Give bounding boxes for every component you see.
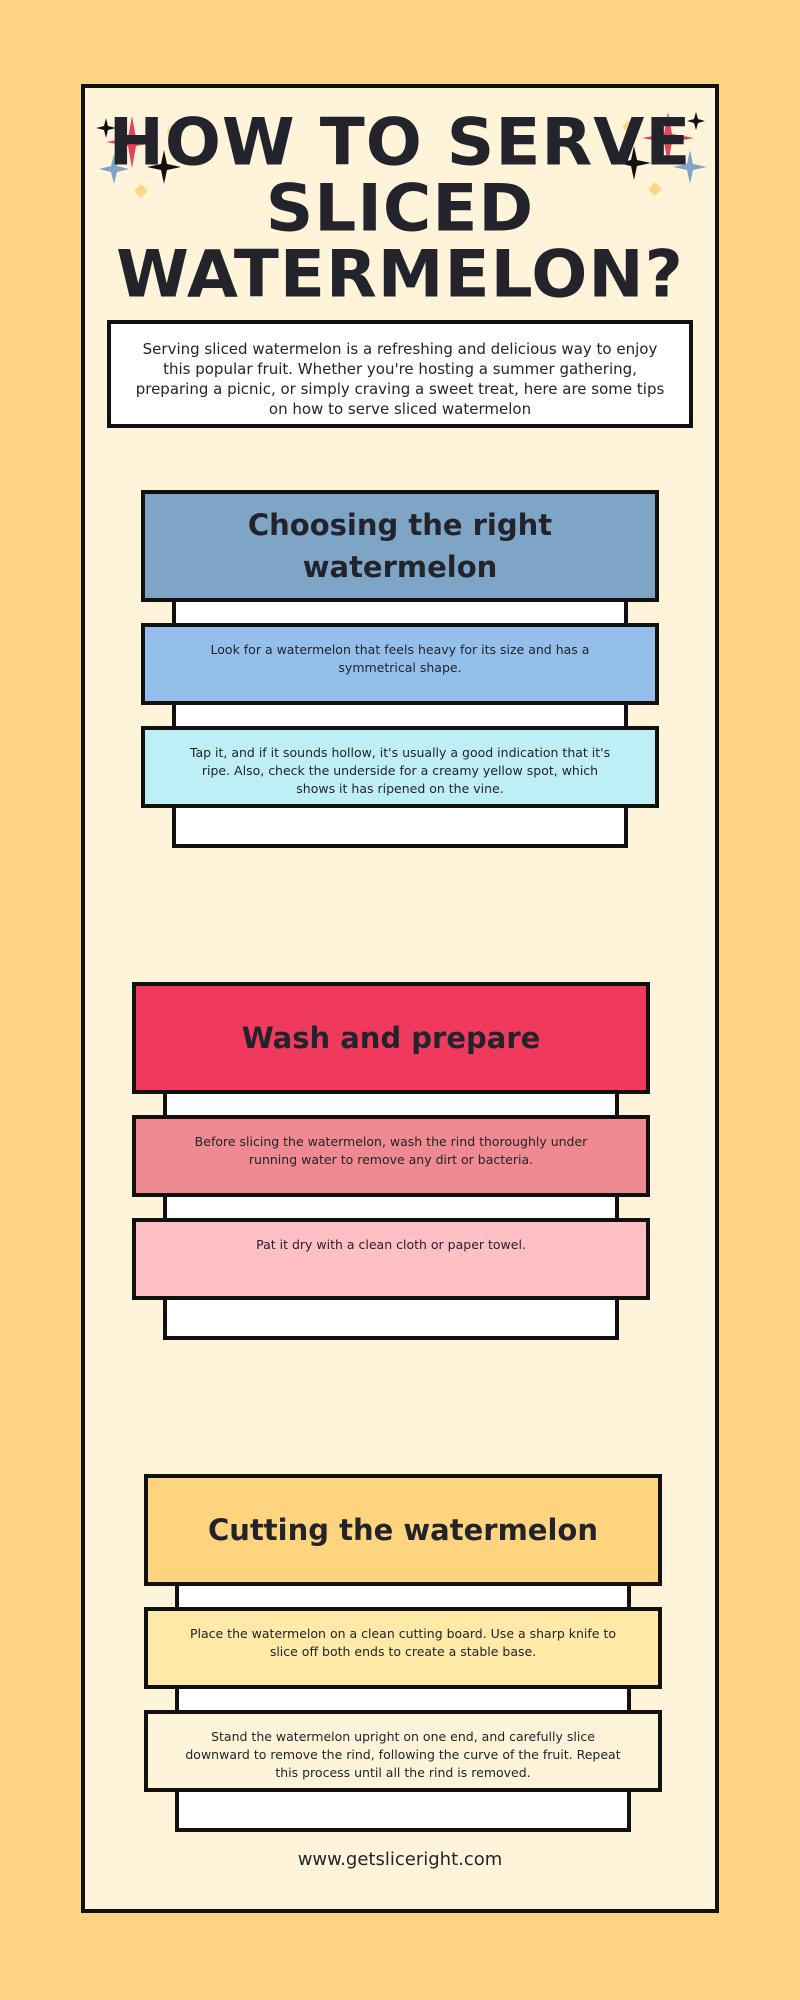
section-1-tip-2: Tap it, and if it sounds hollow, it's us… (141, 726, 659, 808)
section-3-tip-1: Place the watermelon on a clean cutting … (144, 1607, 662, 1689)
page-title-line-2: SLICED (265, 170, 535, 247)
section-2-tip-2: Pat it dry with a clean cloth or paper t… (132, 1218, 650, 1300)
page-title-line-3: WATERMELON? (116, 236, 684, 313)
section-1-heading: Choosing the right watermelon (141, 490, 659, 602)
intro-text: Serving sliced watermelon is a refreshin… (107, 320, 693, 428)
page-title-line-1: HOW TO SERVE (108, 104, 692, 181)
section-1-tip-1: Look for a watermelon that feels heavy f… (141, 623, 659, 705)
section-2-heading: Wash and prepare (132, 982, 650, 1094)
section-3-heading: Cutting the watermelon (144, 1474, 662, 1586)
footer-website: www.getsliceright.com (297, 1849, 503, 1870)
section-3-tip-2: Stand the watermelon upright on one end,… (144, 1710, 662, 1792)
sparkle-cluster-right-icon (617, 112, 707, 196)
section-2-tip-1: Before slicing the watermelon, wash the … (132, 1115, 650, 1197)
sparkle-cluster-left-icon (96, 116, 181, 198)
